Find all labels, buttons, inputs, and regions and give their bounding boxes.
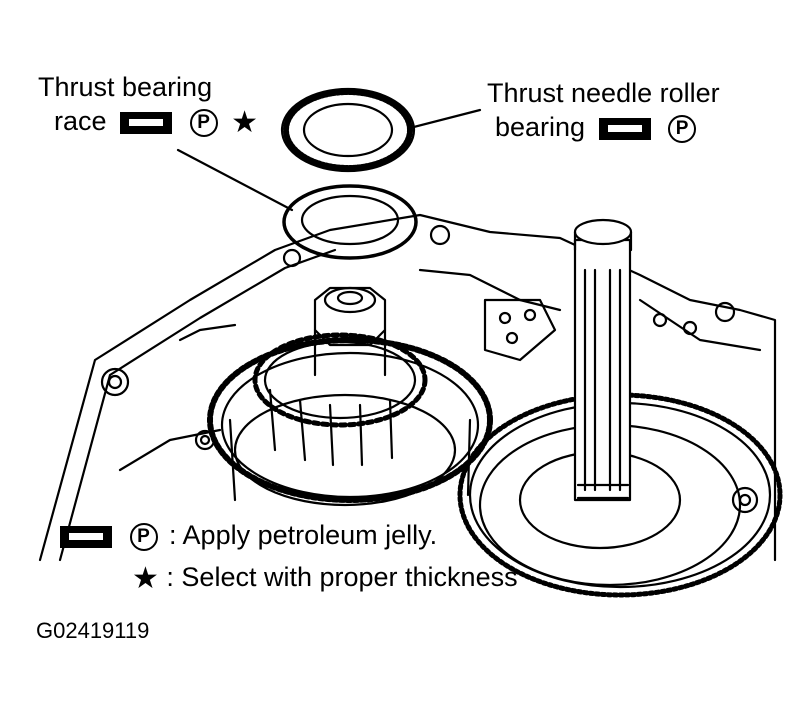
counter-gear [207,337,493,503]
needle-label-line2: bearing [495,112,586,142]
star-icon: ★ [231,105,258,139]
race-label-line1: Thrust bearing [38,72,213,102]
figure-code: G02419119 [36,618,150,643]
needle-leader-line [408,108,482,130]
race-leader-line [176,148,294,212]
star-icon: ★ [132,561,159,595]
needle-label: Thrust needle roller [487,78,720,109]
housing-outline [38,213,777,562]
legend-jelly-text: : Apply petroleum jelly. [169,520,438,550]
p-mark-icon: P [189,108,218,137]
race-label-row2: race P ★ [54,106,258,138]
petroleum-jelly-icon [120,111,173,134]
thrust-bearing-race [282,184,418,260]
race-label: Thrust bearing [38,72,212,103]
legend-select-text: : Select with proper thickness [166,562,518,592]
p-mark-icon: P [668,114,697,143]
legend-jelly: P : Apply petroleum jelly. [54,520,437,551]
needle-label-line1: Thrust needle roller [487,78,720,108]
thrust-needle-roller-bearing [283,89,413,171]
main-shaft [573,238,632,502]
needle-label-row2: bearing P [495,112,700,143]
petroleum-jelly-icon [598,117,651,140]
petroleum-jelly-icon [60,525,112,548]
race-label-line2: race [54,106,107,136]
p-mark-icon: P [129,522,158,551]
legend-select: ★ : Select with proper thickness [130,562,518,594]
